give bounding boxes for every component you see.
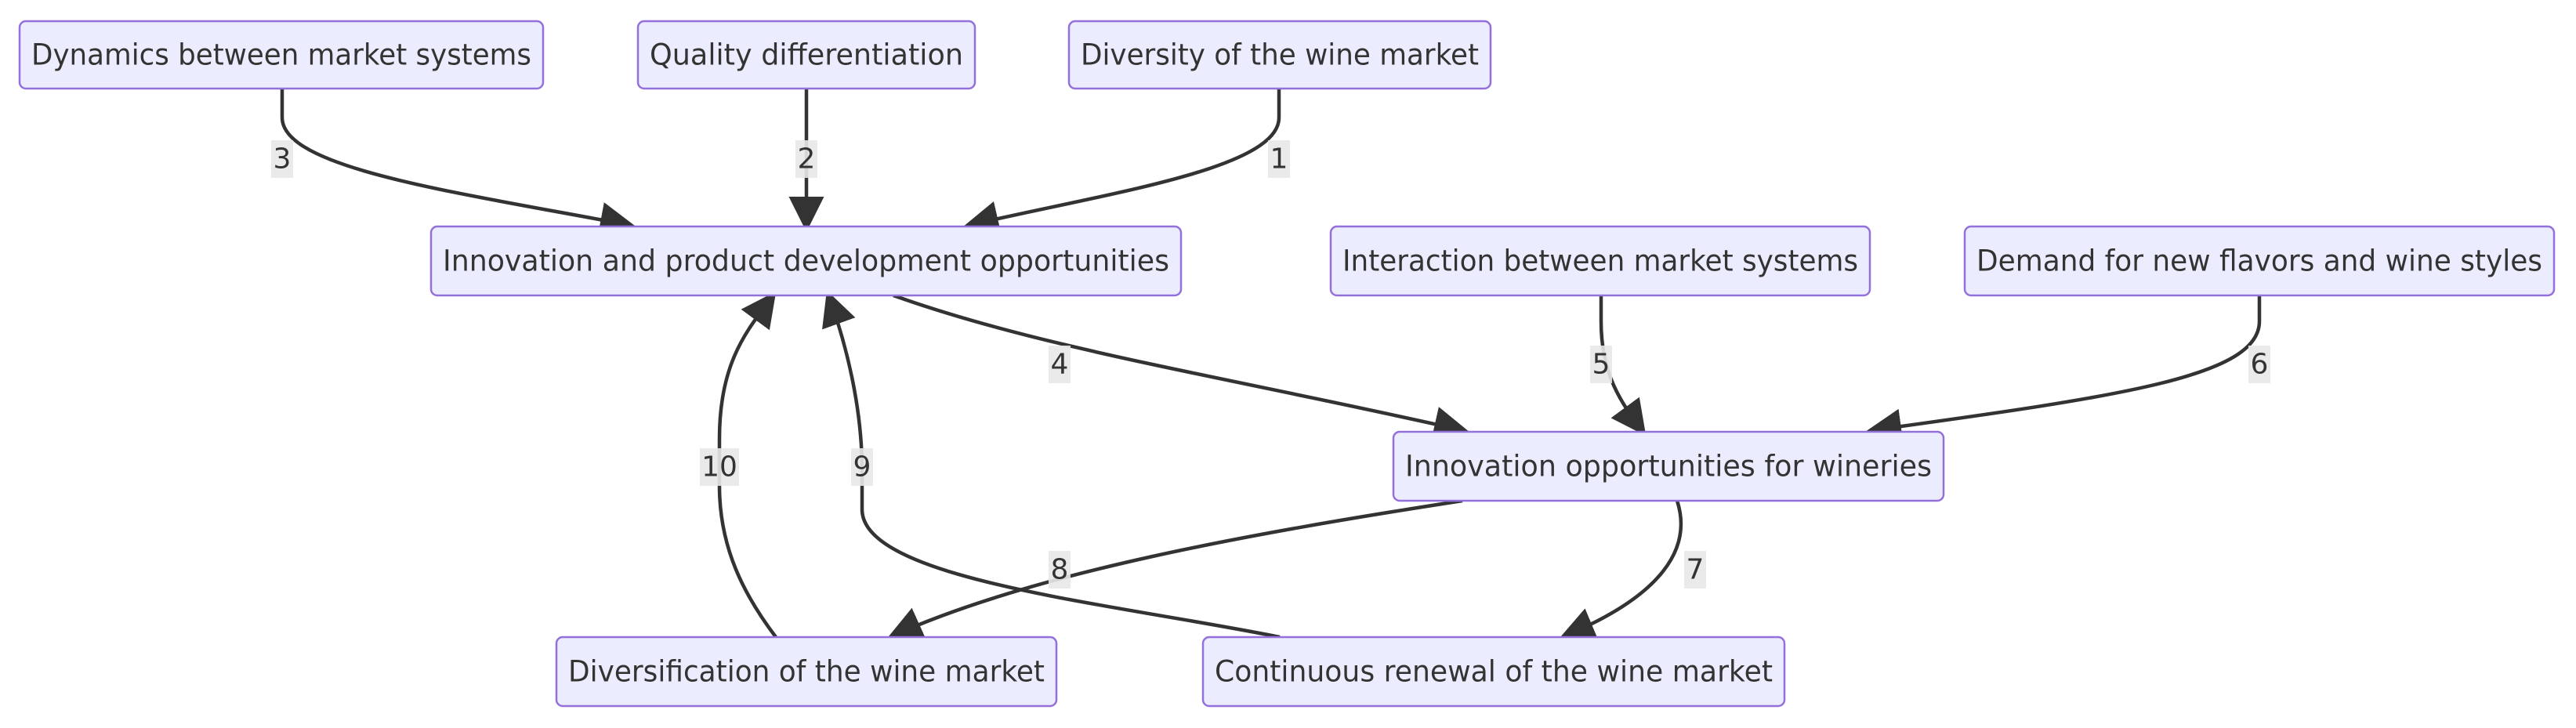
node-diversification: Diversification of the wine market [555, 636, 1058, 708]
edge-label-e3: 3 [271, 140, 293, 178]
node-box [18, 20, 545, 90]
edge-label-text: 6 [2251, 349, 2269, 381]
node-label: Demand for new flavors and wine styles [1976, 244, 2542, 278]
node-innovation-product: Innovation and product development oppor… [429, 225, 1183, 297]
node-label: Continuous renewal of the wine market [1215, 655, 1773, 689]
node-label: Innovation opportunities for wineries [1405, 450, 1932, 484]
edge-label-e2: 2 [795, 140, 817, 178]
edge-label-background [795, 140, 817, 178]
edge-label-e1: 1 [1268, 140, 1290, 178]
edge-innovation_wineries-to-renewal [1559, 500, 1683, 641]
node-innovation-wineries: Innovation opportunities for wineries [1392, 430, 1945, 502]
node-quality: Quality differentiation [636, 20, 976, 90]
edge-innovation_wineries-to-diversification [886, 498, 1463, 640]
node-box [1067, 20, 1492, 90]
node-demand: Demand for new flavors and wine styles [1963, 225, 2556, 297]
edge-label-text: 4 [1051, 349, 1069, 381]
edge-interaction-to-innovation_wineries [1599, 295, 1647, 436]
edge-label-background [1049, 346, 1071, 383]
edge-labels-layer: 1 2 3 4 5 6 7 8 9 10 [271, 140, 2270, 589]
edge-label-e5: 5 [1590, 346, 1612, 383]
edge-label-e9: 9 [851, 448, 873, 486]
node-box [636, 20, 976, 90]
edge-label-background [700, 448, 739, 486]
node-dynamics: Dynamics between market systems [18, 20, 545, 90]
edge-label-text: 2 [798, 143, 816, 176]
edge-label-background [1268, 140, 1290, 178]
node-label: Quality differentiation [650, 38, 963, 72]
nodes-layer: Dynamics between market systems Quality d… [18, 20, 2556, 708]
node-diversity: Diversity of the wine market [1067, 20, 1492, 90]
edge-label-background [2248, 346, 2270, 383]
edge-label-e8: 8 [1049, 551, 1071, 589]
edge-label-text: 3 [274, 143, 292, 176]
node-interaction: Interaction between market systems [1329, 225, 1871, 297]
edge-label-text: 8 [1051, 554, 1069, 586]
node-renewal: Continuous renewal of the wine market [1201, 636, 1786, 708]
node-box [1329, 225, 1871, 297]
node-label: Diversification of the wine market [568, 655, 1045, 689]
node-box [1963, 225, 2556, 297]
node-label: Interaction between market systems [1342, 244, 1858, 278]
edge-demand-to-innovation_wineries [1866, 295, 2262, 444]
edge-label-text: 9 [853, 451, 871, 484]
edge-label-text: 5 [1592, 349, 1610, 381]
edge-innovation_product-to-innovation_wineries [893, 293, 1469, 442]
node-box [429, 225, 1183, 297]
edges-layer [280, 89, 2262, 641]
edge-dynamics-to-innovation_product [280, 89, 636, 237]
edge-label-background [1684, 551, 1706, 589]
edge-label-background [1049, 551, 1071, 589]
edge-label-text: 1 [1270, 143, 1288, 176]
edge-label-text: 7 [1687, 554, 1705, 586]
edge-label-background [851, 448, 873, 486]
node-label: Diversity of the wine market [1081, 38, 1479, 72]
edge-label-e4: 4 [1049, 346, 1071, 383]
edge-label-background [271, 140, 293, 178]
edge-label-e7: 7 [1684, 551, 1706, 589]
node-box [1201, 636, 1786, 708]
edge-label-e6: 6 [2248, 346, 2270, 383]
node-box [1392, 430, 1945, 502]
node-label: Innovation and product development oppor… [443, 244, 1169, 278]
edge-diversity-to-innovation_product [963, 89, 1281, 236]
edge-label-e10: 10 [700, 448, 739, 486]
edge-label-text: 10 [701, 451, 737, 484]
edge-label-background [1590, 346, 1612, 383]
edge-renewal-to-innovation_product [822, 290, 1281, 639]
node-label: Dynamics between market systems [31, 38, 531, 72]
node-box [555, 636, 1058, 708]
